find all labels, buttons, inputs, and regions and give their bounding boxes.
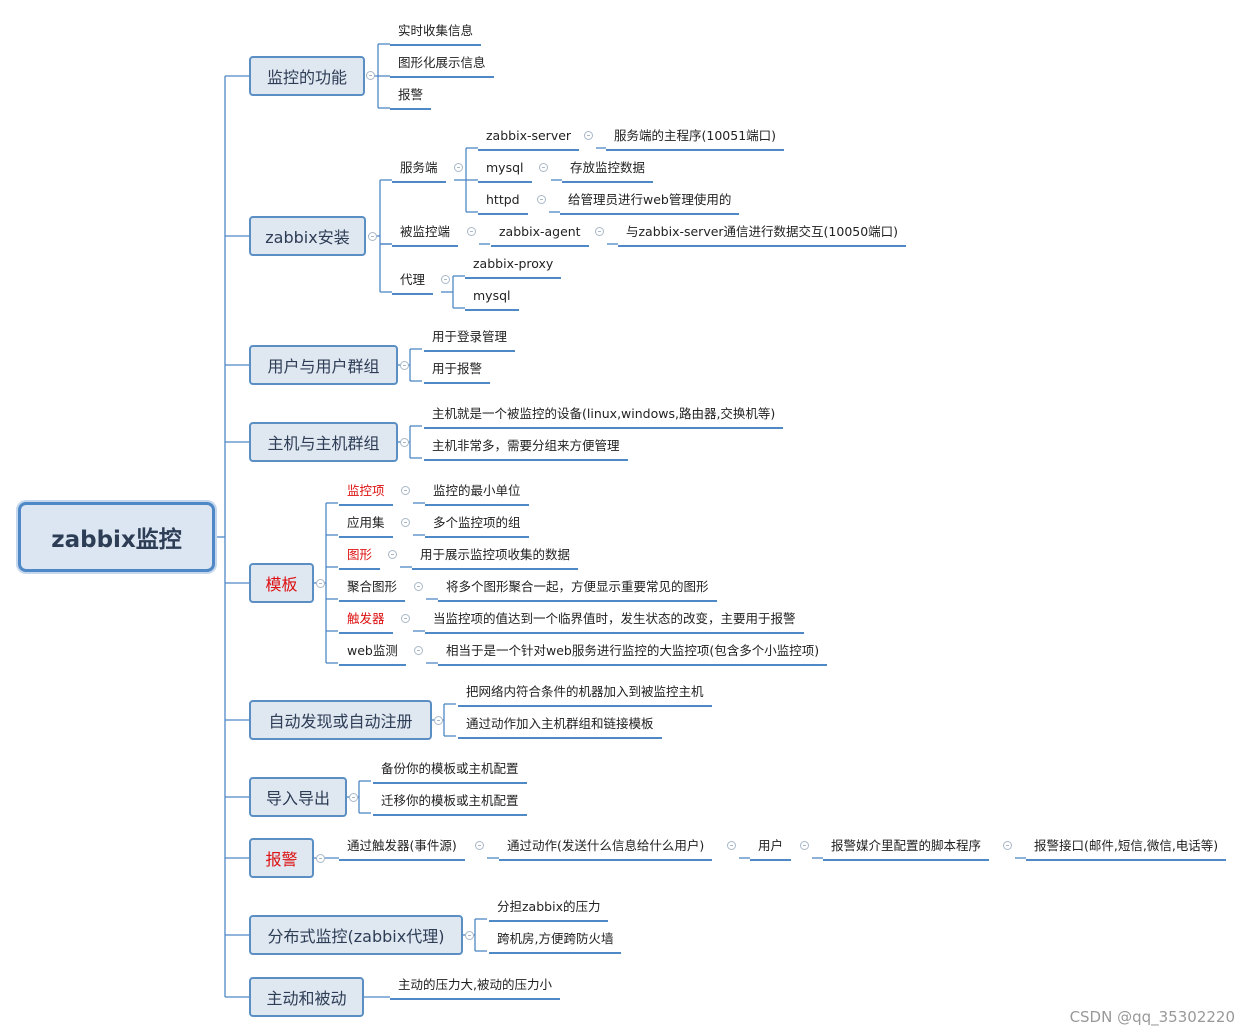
collapse-toggle-icon[interactable] [434, 716, 443, 725]
branch-distributed[interactable]: 分布式监控(zabbix代理) [249, 915, 463, 955]
leaf-active-passive-load: 主动的压力大,被动的压力小 [390, 977, 560, 1000]
leaf-realtime-collect: 实时收集信息 [389, 23, 482, 46]
collapse-toggle-icon[interactable] [388, 550, 397, 559]
tpl-app-desc: 多个监控项的组 [425, 515, 528, 538]
tpl-item-name: 监控项 [339, 483, 392, 506]
chain-action: 通过动作(发送什么信息给什么用户) [498, 838, 713, 861]
collapse-toggle-icon[interactable] [800, 841, 809, 850]
leaf-user-alert: 用于报警 [423, 361, 491, 384]
collapse-toggle-icon[interactable] [1003, 841, 1012, 850]
chain-trigger: 通过触发器(事件源) [339, 838, 465, 861]
collapse-toggle-icon[interactable] [401, 518, 410, 527]
sub-proxy: 代理 [391, 272, 434, 295]
collapse-toggle-icon[interactable] [467, 227, 476, 236]
item-proxy-mysql: mysql [465, 288, 518, 311]
leaf-share-load: 分担zabbix的压力 [488, 899, 609, 922]
item-zabbix-agent: zabbix-agent [491, 224, 589, 247]
leaf-discovery-action: 通过动作加入主机群组和链接模板 [458, 716, 662, 739]
collapse-toggle-icon[interactable] [368, 232, 377, 241]
collapse-toggle-icon[interactable] [595, 227, 604, 236]
collapse-toggle-icon[interactable] [414, 646, 423, 655]
collapse-toggle-icon[interactable] [441, 275, 450, 284]
collapse-toggle-icon[interactable] [400, 438, 409, 447]
collapse-toggle-icon[interactable] [539, 163, 548, 172]
leaf-login-mgmt: 用于登录管理 [423, 329, 516, 352]
tpl-screen-desc: 将多个图形聚合一起，方便显示重要常见的图形 [438, 579, 717, 602]
branch-zabbix-install[interactable]: zabbix安装 [249, 216, 366, 256]
collapse-toggle-icon[interactable] [414, 582, 423, 591]
item-mysql: mysql [478, 160, 531, 183]
collapse-toggle-icon[interactable] [465, 931, 474, 940]
collapse-toggle-icon[interactable] [316, 579, 325, 588]
root-node[interactable]: zabbix监控 [18, 502, 215, 572]
tpl-trigger-desc: 当监控项的值达到一个临界值时，发生状态的改变，主要用于报警 [425, 611, 804, 634]
desc-zabbix-agent: 与zabbix-server通信进行数据交互(10050端口) [617, 224, 907, 247]
tpl-item-desc: 监控的最小单位 [425, 483, 528, 506]
collapse-toggle-icon[interactable] [475, 841, 484, 850]
tpl-app-name: 应用集 [339, 515, 392, 538]
tpl-graph-name: 图形 [338, 547, 381, 570]
chain-user: 用户 [749, 838, 792, 861]
item-zabbix-proxy: zabbix-proxy [464, 256, 562, 279]
leaf-host-definition: 主机就是一个被监控的设备(linux,windows,路由器,交换机等) [423, 406, 784, 429]
chain-media-script: 报警媒介里配置的脚本程序 [822, 838, 990, 861]
tpl-graph-desc: 用于展示监控项收集的数据 [411, 547, 579, 570]
item-zabbix-server: zabbix-server [477, 128, 580, 151]
collapse-toggle-icon[interactable] [401, 486, 410, 495]
leaf-host-grouping: 主机非常多，需要分组来方便管理 [424, 438, 628, 461]
leaf-discovery-add: 把网络内符合条件的机器加入到被监控主机 [458, 684, 712, 707]
sub-server: 服务端 [392, 160, 445, 183]
chain-alert-interface: 报警接口(邮件,短信,微信,电话等) [1025, 838, 1227, 861]
leaf-cross-dc: 跨机房,方便跨防火墙 [488, 931, 623, 954]
leaf-backup: 备份你的模板或主机配置 [373, 761, 527, 784]
leaf-graph-display: 图形化展示信息 [390, 55, 493, 78]
sub-agent: 被监控端 [391, 224, 459, 247]
desc-zabbix-server: 服务端的主程序(10051端口) [605, 128, 785, 151]
collapse-toggle-icon[interactable] [454, 163, 463, 172]
collapse-toggle-icon[interactable] [366, 71, 375, 80]
collapse-toggle-icon[interactable] [400, 361, 409, 370]
branch-monitor-functions[interactable]: 监控的功能 [249, 56, 365, 96]
tpl-trigger-name: 触发器 [339, 611, 392, 634]
branch-users-groups[interactable]: 用户与用户群组 [249, 345, 398, 385]
collapse-toggle-icon[interactable] [537, 195, 546, 204]
watermark: CSDN @qq_35302220 [1069, 1008, 1235, 1026]
branch-templates[interactable]: 模板 [249, 563, 314, 603]
desc-httpd: 给管理员进行web管理使用的 [559, 192, 740, 215]
leaf-alert: 报警 [389, 87, 432, 110]
tpl-screen-name: 聚合图形 [338, 579, 406, 602]
branch-auto-discovery[interactable]: 自动发现或自动注册 [249, 700, 432, 740]
collapse-toggle-icon[interactable] [401, 614, 410, 623]
branch-active-passive[interactable]: 主动和被动 [249, 977, 364, 1017]
item-httpd: httpd [478, 192, 528, 215]
tpl-web-name: web监测 [339, 643, 406, 666]
desc-mysql: 存放监控数据 [561, 160, 654, 183]
collapse-toggle-icon[interactable] [584, 131, 593, 140]
branch-hosts-groups[interactable]: 主机与主机群组 [249, 422, 398, 462]
branch-import-export[interactable]: 导入导出 [249, 777, 347, 817]
collapse-toggle-icon[interactable] [349, 793, 358, 802]
collapse-toggle-icon[interactable] [727, 841, 736, 850]
branch-alerting[interactable]: 报警 [249, 838, 314, 878]
collapse-toggle-icon[interactable] [316, 854, 325, 863]
tpl-web-desc: 相当于是一个针对web服务进行监控的大监控项(包含多个小监控项) [437, 643, 828, 666]
leaf-migrate: 迁移你的模板或主机配置 [373, 793, 527, 816]
